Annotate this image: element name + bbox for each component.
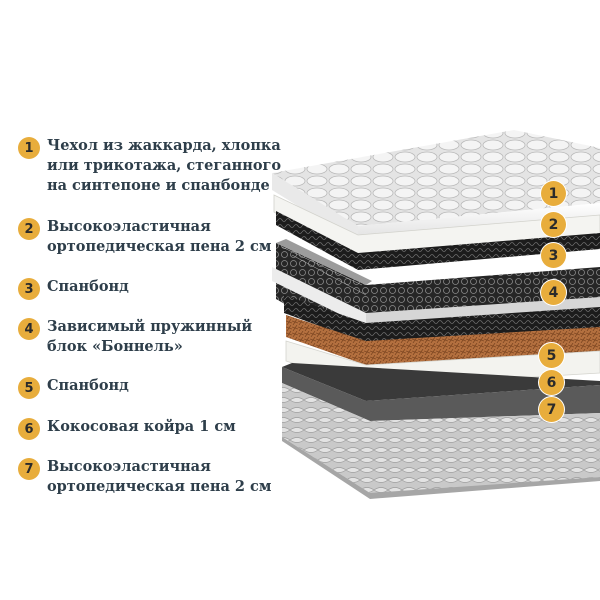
mattress-base [282, 363, 600, 499]
number-badge: 5 [18, 377, 40, 399]
legend-text: Зависимый пружинный блок «Боннель» [47, 317, 252, 357]
number-badge: 7 [18, 458, 40, 480]
legend-item-3: 3 Спанбонд [18, 277, 129, 300]
number-badge: 6 [539, 370, 564, 395]
legend-text: Спанбонд [47, 277, 129, 297]
legend-line: Спанбонд [47, 278, 129, 295]
legend-line: блок «Боннель» [47, 338, 183, 355]
legend-item-6: 6 Кокосовая койра 1 см [18, 417, 236, 440]
legend-item-7: 7 Высокоэластичная ортопедическая пена 2… [18, 457, 271, 497]
mattress-exploded-view [272, 130, 600, 499]
layer-marker-7: 7 [539, 397, 564, 422]
number-badge: 7 [539, 397, 564, 422]
number-badge: 3 [541, 243, 566, 268]
layer-marker-4: 4 [541, 280, 566, 305]
layer-coconut-coir [286, 315, 600, 365]
mattress-layers-illustration: 1 2 3 4 5 6 7 [262, 115, 600, 515]
legend-item-5: 5 Спанбонд [18, 376, 129, 399]
legend-text: Кокосовая койра 1 см [47, 417, 236, 437]
number-badge: 5 [539, 343, 564, 368]
layer-marker-5: 5 [539, 343, 564, 368]
legend-line: Кокосовая койра 1 см [47, 418, 236, 435]
number-badge: 4 [18, 318, 40, 340]
number-badge: 3 [18, 278, 40, 300]
legend-line: на синтепоне и спанбонде [47, 177, 270, 194]
legend-line: Высокоэластичная [47, 458, 211, 475]
layer-legend: 1 Чехол из жаккарда, хлопка или трикотаж… [18, 136, 281, 497]
number-badge: 4 [541, 280, 566, 305]
number-badge: 6 [18, 418, 40, 440]
legend-line: ортопедическая пена 2 см [47, 238, 272, 255]
legend-line: Зависимый пружинный [47, 318, 253, 335]
legend-item-1: 1 Чехол из жаккарда, хлопка или трикотаж… [18, 136, 281, 196]
legend-text: Спанбонд [47, 376, 129, 396]
legend-item-4: 4 Зависимый пружинный блок «Боннель» [18, 317, 252, 357]
layer-spunbond-top [276, 211, 600, 270]
number-badge: 2 [18, 218, 40, 240]
legend-text: Чехол из жаккарда, хлопка или трикотажа,… [47, 136, 281, 196]
layer-spunbond-bottom [284, 295, 600, 343]
number-badge: 2 [541, 212, 566, 237]
legend-text: Высокоэластичная ортопедическая пена 2 с… [47, 457, 271, 497]
layer-marker-6: 6 [539, 370, 564, 395]
layer-marker-1: 1 [541, 181, 566, 206]
legend-line: ортопедическая пена 2 см [47, 478, 272, 495]
legend-text: Высокоэластичная ортопедическая пена 2 с… [47, 217, 271, 257]
legend-line: или трикотажа, стеганного [47, 157, 282, 174]
layer-marker-3: 3 [541, 243, 566, 268]
legend-line: Спанбонд [47, 377, 129, 394]
layer-marker-2: 2 [541, 212, 566, 237]
number-badge: 1 [18, 137, 40, 159]
number-badge: 1 [541, 181, 566, 206]
legend-line: Высокоэластичная [47, 218, 211, 235]
legend-item-2: 2 Высокоэластичная ортопедическая пена 2… [18, 217, 271, 257]
legend-line: Чехол из жаккарда, хлопка [47, 137, 281, 154]
